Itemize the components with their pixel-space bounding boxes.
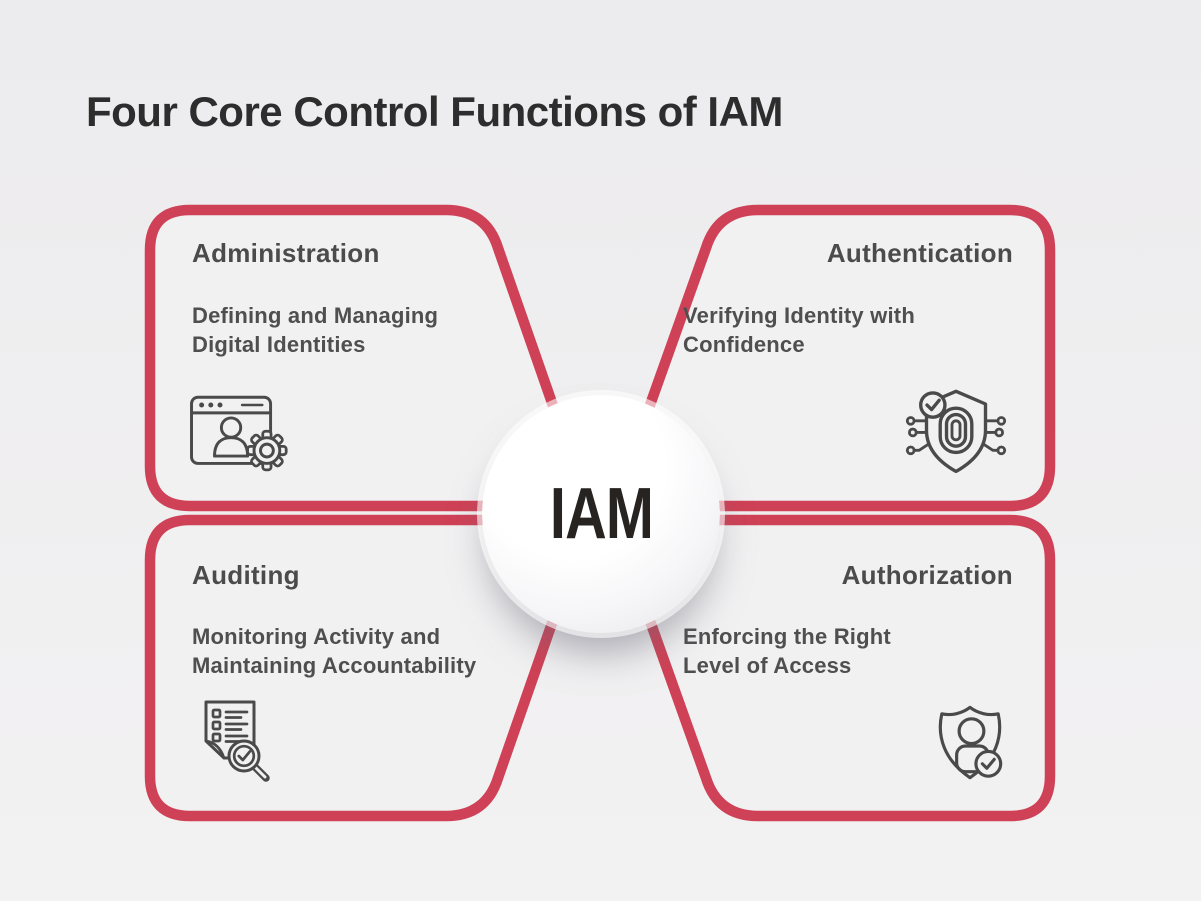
card-title: Authentication <box>826 238 1013 268</box>
card-authentication-title-block: Authentication <box>683 238 1013 269</box>
shield-user-check-icon <box>923 700 1017 792</box>
card-auditing-description: Monitoring Activity and Maintaining Acco… <box>192 624 477 678</box>
card-administration-title-block: Administration <box>192 238 522 269</box>
card-title: Auditing <box>192 560 300 590</box>
card-administration-description: Defining and Managing Digital Identities <box>192 303 439 357</box>
card-auditing-title-block: Auditing <box>192 560 522 591</box>
center-iam-circle: IAM <box>482 395 720 633</box>
card-title: Administration <box>192 238 380 268</box>
browser-user-gear-icon <box>186 388 300 480</box>
card-authorization-description: Enforcing the Right Level of Access <box>683 624 891 678</box>
card-shape-auditing <box>144 514 594 822</box>
page-title: Four Core Control Functions of IAM <box>86 88 783 135</box>
card-authentication-description: Verifying Identity with Confidence <box>683 303 915 357</box>
center-iam-label: IAM <box>549 474 653 554</box>
shield-fingerprint-check-icon <box>897 386 1015 481</box>
card-title: Authorization <box>841 560 1013 590</box>
document-checklist-magnifier-icon <box>188 696 276 792</box>
card-authorization-title-block: Authorization <box>683 560 1013 591</box>
